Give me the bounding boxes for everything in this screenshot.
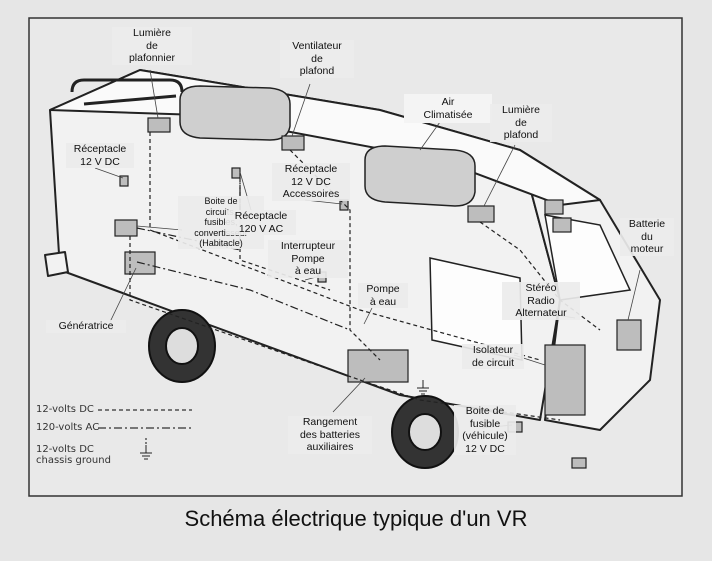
roof-rack [70, 78, 184, 106]
label-batterie-moteur: Batterie du moteur [620, 218, 674, 256]
legend-lines [98, 409, 192, 445]
ground-symbols [140, 380, 429, 460]
wheels [148, 309, 459, 469]
legend-ac: 120-volts AC [36, 422, 100, 433]
label-rangement: Rangement des batteries auxiliaires [288, 416, 372, 454]
diagram-caption: Schéma électrique typique d'un VR [184, 506, 528, 531]
components [114, 117, 642, 469]
label-ventilateur: Ventilateur de plafond [280, 40, 354, 78]
label-lumiere-plafond: Lumière de plafond [490, 104, 552, 142]
label-stereo: Stéréo Radio Alternateur [502, 282, 580, 320]
label-receptacle-12v: Réceptacle 12 V DC [66, 143, 134, 168]
label-generatrice: Génératrice [46, 320, 126, 333]
label-lumiere-plafonnier: Lumière de plafonnier [112, 27, 192, 65]
label-boite-circuits: Boite de circuits, fusibles, convertisse… [178, 196, 264, 249]
label-isolateur: Isolateur de circuit [462, 344, 524, 369]
label-pompe-eau: Pompe à eau [358, 283, 408, 308]
legend-ground: 12-volts DC chassis ground [36, 444, 111, 466]
roof-units [179, 85, 476, 207]
label-boite-fusible: Boite de fusible (véhicule) 12 V DC [454, 405, 516, 455]
label-receptacle-12v-acc: Réceptacle 12 V DC Accessoires [272, 163, 350, 201]
windows [429, 214, 632, 361]
label-receptacle-120v: Réceptacle 120 V AC [226, 210, 296, 235]
label-air-climatisee: Air Climatisée [404, 94, 492, 123]
label-interrupteur-pompe: Interrupteur Pompe à eau [268, 240, 348, 278]
legend-dc: 12-volts DC [36, 404, 94, 415]
